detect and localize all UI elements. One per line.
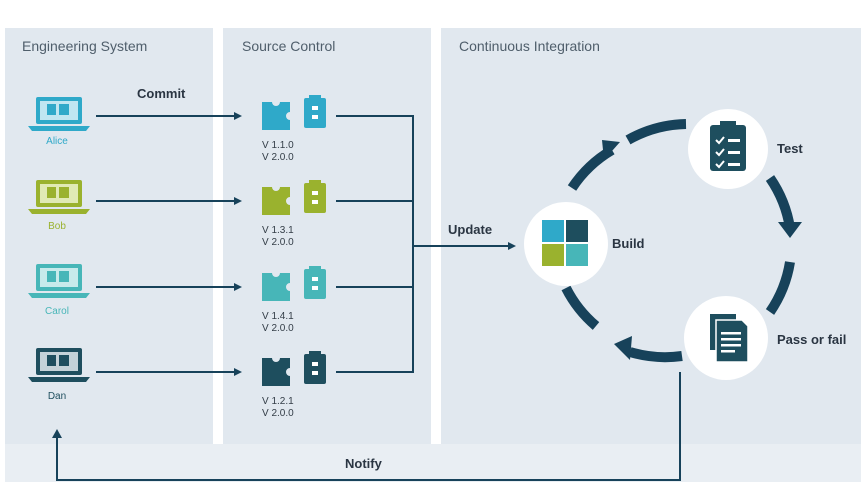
notify-band (5, 444, 861, 482)
version-label: V 2.0.0 (262, 408, 294, 419)
developer-name: Dan (47, 391, 67, 402)
repo-versions: V 1.1.0 V 2.0.0 (262, 140, 294, 164)
repo-icon-carol (304, 266, 326, 299)
puzzle-icon-alice (262, 102, 290, 130)
version-label: V 1.1.0 (262, 140, 294, 151)
checklist-icon (710, 121, 746, 171)
version-label: V 1.4.1 (262, 311, 294, 322)
test-label: Test (777, 141, 803, 156)
source-control-panel (223, 28, 431, 444)
build-label: Build (612, 236, 645, 251)
laptop-icon-alice (28, 97, 90, 131)
repo-versions: V 1.4.1 V 2.0.0 (262, 311, 294, 335)
continuous-integration-title: Continuous Integration (459, 38, 600, 54)
developer-name: Alice (46, 136, 68, 147)
developer-name: Bob (48, 221, 66, 232)
notify-line (56, 372, 681, 481)
repo-icon-dan (304, 351, 326, 384)
pass-fail-label: Pass or fail (777, 332, 847, 347)
laptop-icon-bob (28, 180, 90, 214)
engineering-system-title: Engineering System (22, 38, 148, 54)
version-label: V 2.0.0 (262, 152, 294, 163)
notify-label: Notify (345, 456, 382, 471)
update-label: Update (448, 222, 493, 237)
laptop-icon-carol (28, 264, 90, 298)
version-label: V 2.0.0 (262, 237, 294, 248)
developer-name: Carol (45, 306, 69, 317)
repo-icon-bob (304, 180, 326, 213)
puzzle-icon-dan (262, 358, 290, 386)
document-icon (710, 314, 749, 363)
merge-bracket (336, 115, 414, 373)
repo-versions: V 1.3.1 V 2.0.0 (262, 225, 294, 249)
commit-label: Commit (137, 86, 186, 101)
repo-icon-alice (304, 95, 326, 128)
puzzle-icon-carol (262, 273, 290, 301)
puzzle-icon-build (542, 220, 588, 266)
version-label: V 1.3.1 (262, 225, 294, 236)
version-label: V 2.0.0 (262, 323, 294, 334)
puzzle-icon-bob (262, 187, 290, 215)
source-control-title: Source Control (242, 38, 336, 54)
laptop-icon-dan (28, 348, 90, 382)
repo-versions: V 1.2.1 V 2.0.0 (262, 396, 294, 420)
version-label: V 1.2.1 (262, 396, 294, 407)
